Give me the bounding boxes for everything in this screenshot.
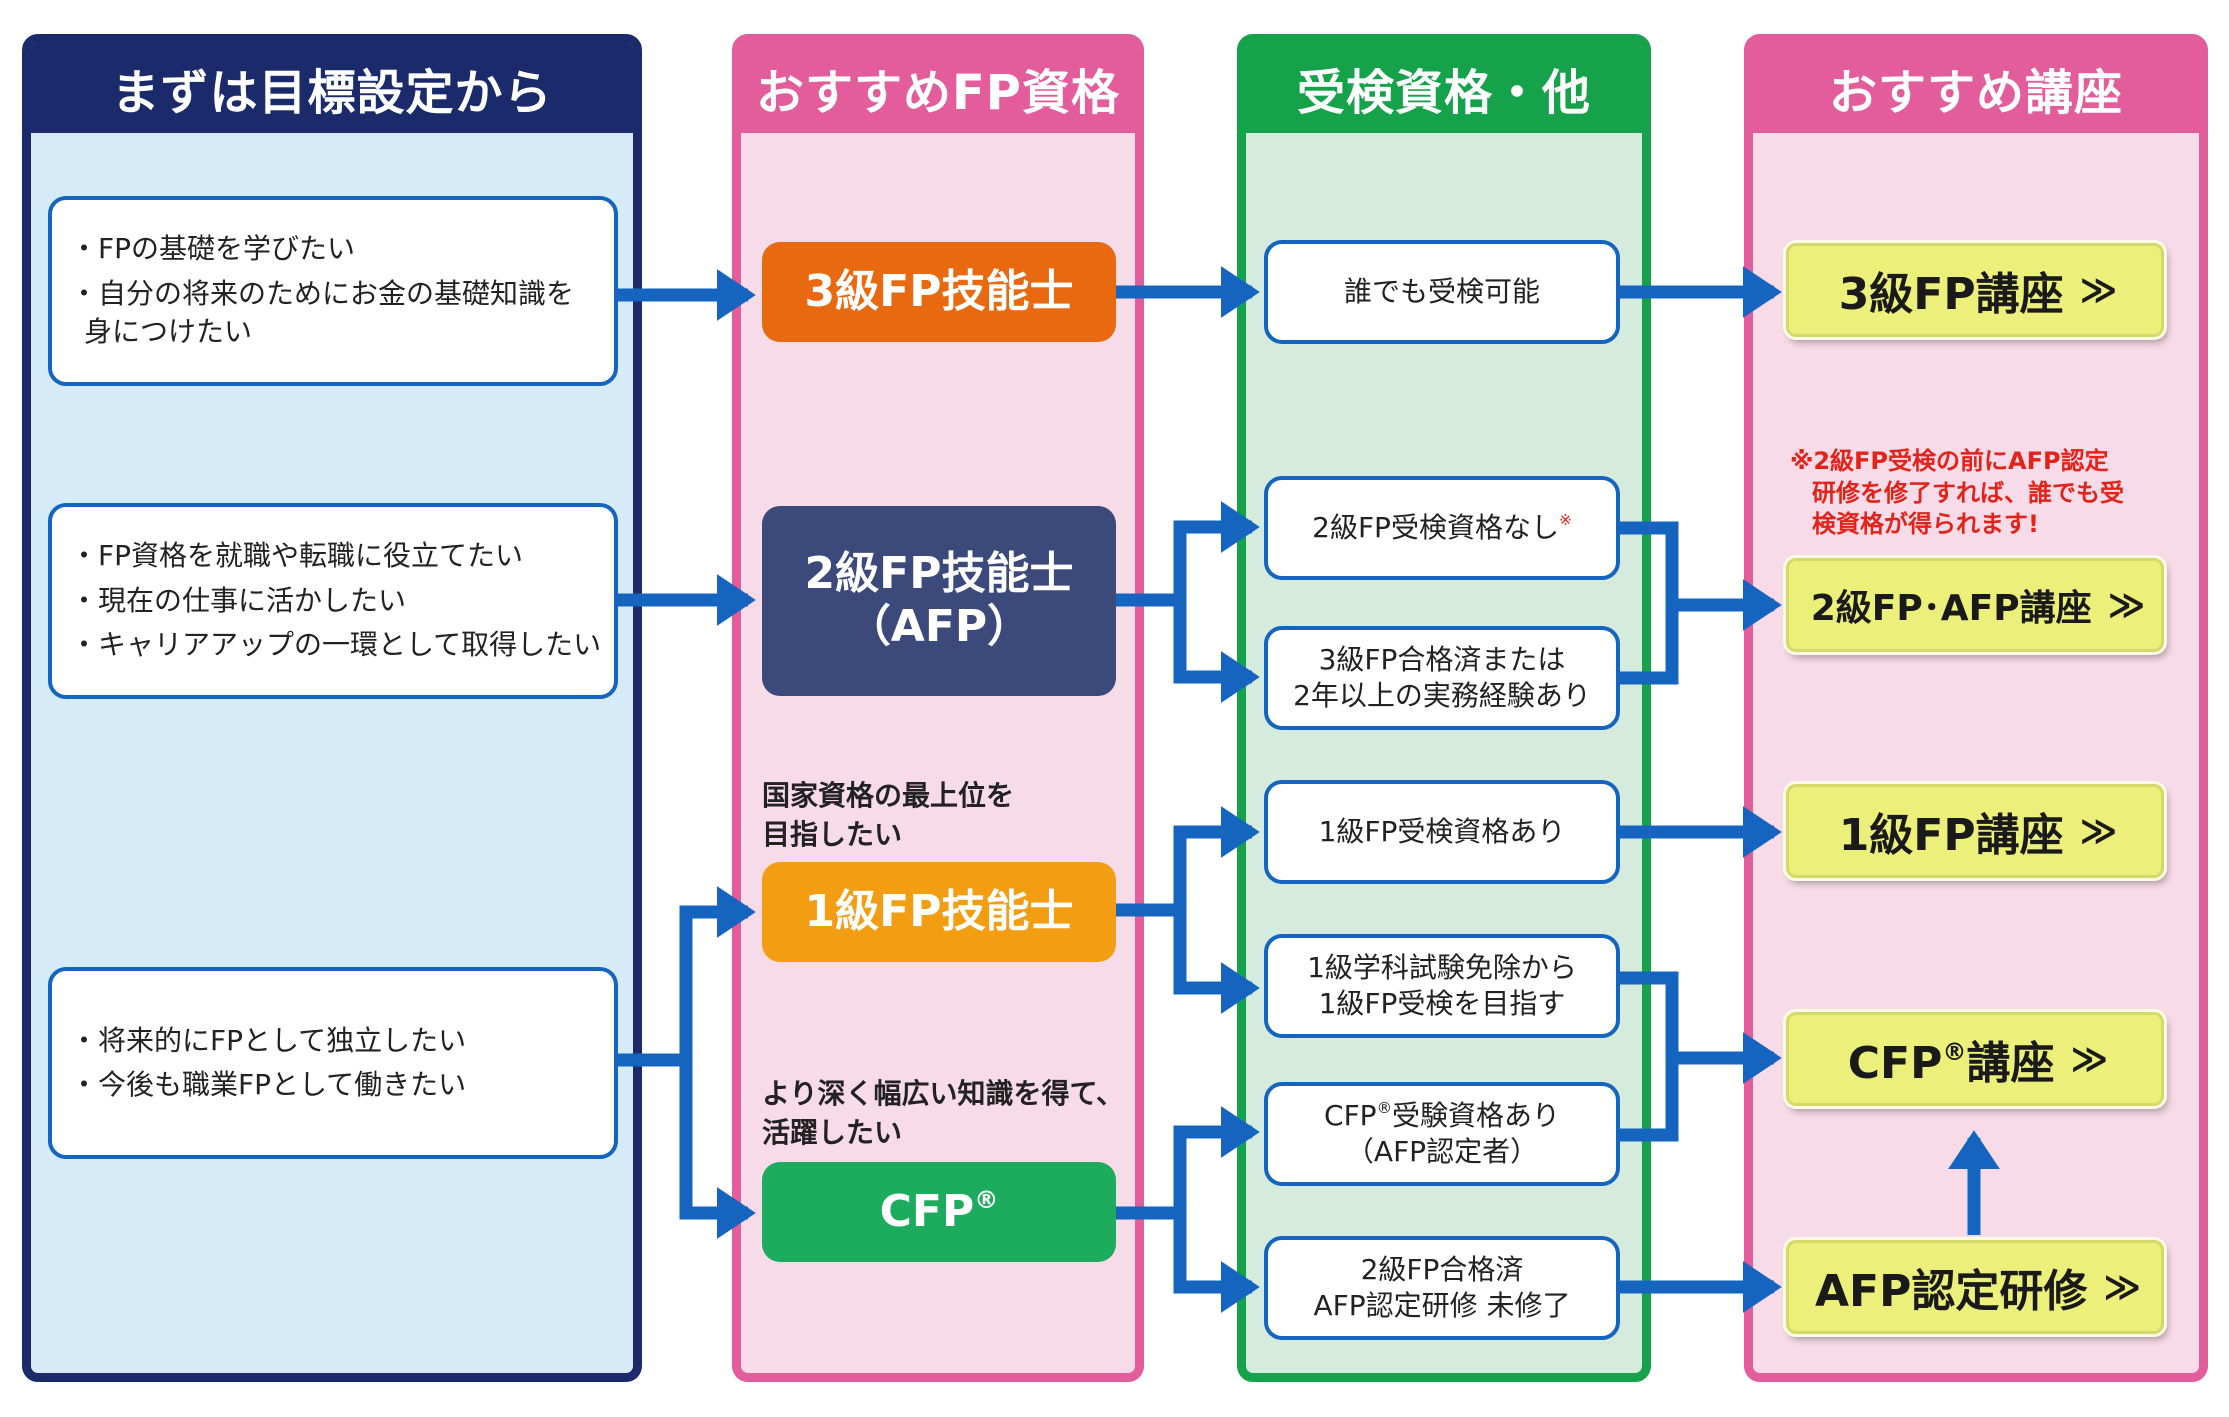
arrow-goal3-to-cfp — [679, 1060, 756, 1239]
cfp-course-suffix: 講座 — [1966, 1038, 2055, 1089]
level3-course-button[interactable]: 3級FP講座 ≫ — [1786, 243, 2164, 337]
eligibility-cfp-text-suffix: 受験資格あり — [1391, 1098, 1560, 1132]
chevron-right-icon: ≫ — [2079, 269, 2118, 311]
eligibility-level3-passed-line-1: 3級FP合格済または — [1318, 642, 1566, 676]
arrow-l1-exempt-to-cfp-course — [1620, 971, 1782, 1084]
goal-basics-line-2: ・自分の将来のためにお金の基礎知識を — [70, 276, 575, 310]
eligibility-level1-exempt: 1級学科試験免除から 1級FP受検を目指す — [1264, 934, 1620, 1038]
eligibility-level1: 1級FP受検資格あり — [1264, 780, 1620, 884]
level2-afp-course-button[interactable]: 2級FP･AFP講座 ≫ — [1786, 558, 2164, 652]
arrow-cfp-to-l2-passed — [1173, 1213, 1260, 1313]
eligibility-cfp: CFP®受験資格あり （AFP認定者） — [1264, 1082, 1620, 1186]
goal-independent-line-2: ・今後も職業FPとして働きたい — [70, 1068, 467, 1101]
asterisk-mark: ※ — [1558, 510, 1572, 529]
qualification-cfp-text: CFP — [879, 1185, 975, 1237]
goal-basics-line-3: 身につけたい — [84, 315, 253, 349]
eligibility-no-level2: 2級FP受検資格なし※ — [1264, 476, 1620, 580]
eligibility-no-level2-text: 2級FP受検資格なし — [1312, 510, 1559, 544]
qualification-level2-sub: （AFP） — [846, 601, 1032, 652]
goal-career-line-2: ・現在の仕事に活かしたい — [70, 583, 407, 617]
eligibility-level2-passed-line-2: AFP認定研修 未修了 — [1313, 1289, 1571, 1322]
arrow-level2-to-l3-passed — [1173, 600, 1260, 703]
eligibility-level1-label: 1級FP受検資格あり — [1318, 814, 1566, 848]
cfp-course-button[interactable]: CFP®講座 ≫ — [1786, 1012, 2164, 1106]
arrow-cfp-to-cfp-eligible — [1116, 1106, 1260, 1220]
goal-basics-box: ・FPの基礎を学びたい ・自分の将来のためにお金の基礎知識を 身につけたい — [48, 196, 618, 386]
arrow-goal3-to-level1 — [618, 886, 756, 1067]
level1-course-label: 1級FP講座 — [1838, 810, 2064, 861]
qualification-cfp: CFP® — [762, 1162, 1116, 1262]
arrow-level1-to-l1-eligible — [1116, 806, 1260, 917]
qualification-level1-label: 1級FP技能士 — [804, 885, 1074, 937]
afp-training-button[interactable]: AFP認定研修 ≫ — [1786, 1240, 2164, 1334]
eligibility-level2-passed-line-1: 2級FP合格済 — [1360, 1252, 1524, 1286]
eligibility-level1-exempt-line-1: 1級学科試験免除から — [1307, 950, 1577, 984]
chevron-right-icon: ≫ — [2107, 584, 2146, 626]
level2-afp-course-label: 2級FP･AFP講座 — [1810, 588, 2092, 629]
qualification-cfp-label: CFP® — [880, 1186, 999, 1239]
eligibility-level2-passed: 2級FP合格済 AFP認定研修 未修了 — [1264, 1236, 1620, 1340]
cfp-course-label: CFP®講座 — [1848, 1027, 2055, 1091]
chevron-right-icon: ≫ — [2103, 1266, 2141, 1308]
arrow-no-eligibility-to-level2-course — [1620, 521, 1782, 631]
cfp-note-line-1: より深く幅広い知識を得て、 — [762, 1077, 1125, 1110]
level1-note-line-1: 国家資格の最上位を — [762, 779, 1015, 812]
eligibility-column-header: 受検資格・他 — [1246, 43, 1642, 133]
qualification-level2: 2級FP技能士 （AFP） — [762, 506, 1116, 696]
cfp-note: より深く幅広い知識を得て、 活躍したい — [762, 1074, 1124, 1152]
level1-note-line-2: 目指したい — [762, 818, 903, 852]
qualification-level1: 1級FP技能士 — [762, 862, 1116, 962]
eligibility-cfp-line-2: （AFP認定者） — [1345, 1135, 1539, 1168]
arrow-level1-to-l1-exempt — [1173, 910, 1260, 1014]
qualification-level3: 3級FP技能士 — [762, 242, 1116, 342]
qualification-level3-label: 3級FP技能士 — [804, 265, 1074, 317]
eligibility-level3-passed: 3級FP合格済または 2年以上の実務経験あり — [1264, 626, 1620, 730]
arrow-l3-passed-merge — [1620, 605, 1679, 685]
afp-warning-line-2: 研修を修了すれば、誰でも受 — [1812, 478, 2124, 507]
eligibility-level3-passed-line-2: 2年以上の実務経験あり — [1293, 679, 1591, 712]
eligibility-anyone: 誰でも受検可能 — [1264, 240, 1620, 344]
eligibility-anyone-label: 誰でも受検可能 — [1343, 274, 1540, 308]
afp-warning-line-3: 検資格が得られます! — [1812, 510, 2039, 539]
level3-course-label: 3級FP講座 — [1838, 269, 2064, 320]
goal-career-line-3: ・キャリアアップの一環として取得したい — [70, 628, 602, 662]
eligibility-cfp-line-1: CFP®受験資格あり — [1324, 1098, 1560, 1134]
qualification-level2-label: 2級FP技能士 — [804, 548, 1074, 600]
cfp-note-line-2: 活躍したい — [762, 1116, 903, 1150]
qualifications-column-header: おすすめFP資格 — [741, 43, 1135, 133]
goal-basics-line-1: ・FPの基礎を学びたい — [70, 232, 355, 266]
eligibility-no-level2-label: 2級FP受検資格なし※ — [1312, 510, 1572, 546]
eligibility-cfp-text: CFP — [1324, 1098, 1377, 1132]
cfp-course-text: CFP — [1847, 1038, 1943, 1089]
eligibility-level1-exempt-line-2: 1級FP受検を目指す — [1318, 987, 1566, 1020]
cfp-course-registered-mark: ® — [1942, 1037, 1967, 1066]
arrow-level2-to-no-eligibility — [1116, 501, 1260, 607]
chevron-right-icon: ≫ — [2079, 810, 2118, 852]
goal-career-box: ・FP資格を就職や転職に役立てたい ・現在の仕事に活かしたい ・キャリアアップの… — [48, 503, 618, 699]
goal-independent-box: ・将来的にFPとして独立したい ・今後も職業FPとして働きたい — [48, 967, 618, 1159]
goal-career-line-1: ・FP資格を就職や転職に役立てたい — [70, 539, 523, 573]
courses-column-header: おすすめ講座 — [1753, 43, 2199, 133]
level1-note: 国家資格の最上位を 目指したい — [762, 776, 1014, 854]
afp-warning-line-1: ※2級FP受検の前にAFP認定 — [1790, 447, 2109, 475]
eligibility-cfp-registered-mark: ® — [1376, 1098, 1392, 1117]
arrow-cfp-eligible-merge — [1620, 1058, 1679, 1142]
goals-column-header: まずは目標設定から — [31, 43, 633, 133]
afp-training-label: AFP認定研修 — [1814, 1266, 2088, 1317]
registered-mark: ® — [974, 1185, 999, 1214]
level1-course-button[interactable]: 1級FP講座 ≫ — [1786, 784, 2164, 878]
goal-independent-line-1: ・将来的にFPとして独立したい — [70, 1023, 467, 1057]
afp-warning-note: ※2級FP受検の前にAFP認定 研修を修了すれば、誰でも受 検資格が得られます! — [1790, 446, 2124, 541]
chevron-right-icon: ≫ — [2070, 1038, 2109, 1080]
